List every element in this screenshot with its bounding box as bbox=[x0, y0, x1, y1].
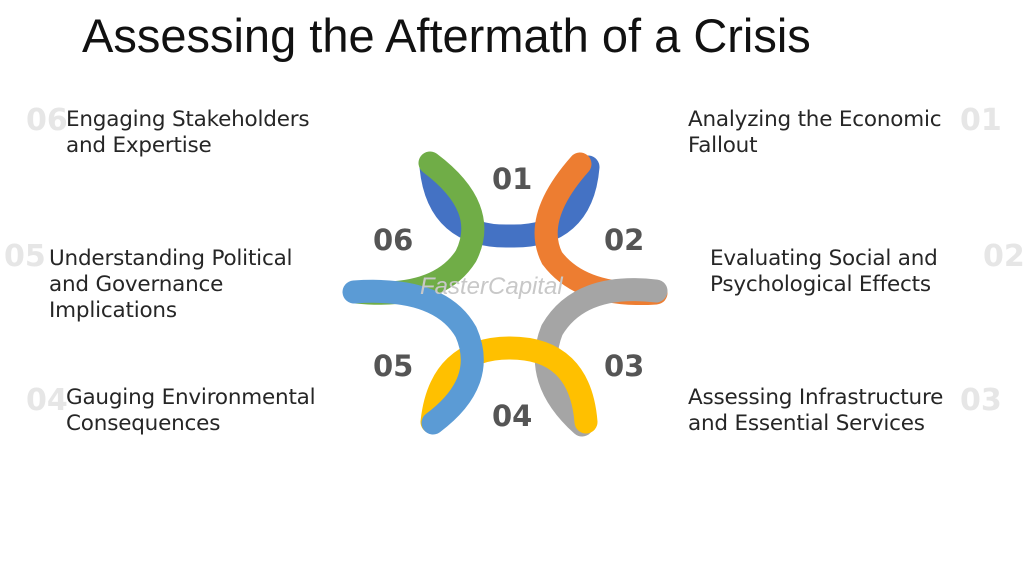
arc-04-yellow bbox=[420, 336, 598, 434]
step-03-line-1: Assessing Infrastructure bbox=[688, 385, 944, 410]
step-02-line-2: Psychological Effects bbox=[710, 272, 931, 297]
step-06-ghost-number: 06 bbox=[26, 103, 68, 138]
step-06-line-1: Engaging Stakeholders bbox=[66, 107, 310, 132]
page-title: Assessing the Aftermath of a Crisis bbox=[82, 9, 811, 62]
step-06-line-2: and Expertise bbox=[66, 133, 212, 158]
step-01-line-1: Analyzing the Economic bbox=[688, 107, 942, 132]
step-04-text: Gauging Environmental Consequences bbox=[66, 385, 316, 437]
step-04-ghost-number: 04 bbox=[26, 383, 68, 418]
step-05-line-2: and Governance bbox=[49, 272, 224, 297]
step-06-text: Engaging Stakeholders and Expertise bbox=[66, 107, 310, 159]
step-04-number: 04 bbox=[492, 399, 532, 433]
step-05-line-3: Implications bbox=[49, 298, 177, 323]
step-03-number: 03 bbox=[604, 349, 644, 383]
step-04-line-1: Gauging Environmental bbox=[66, 385, 316, 410]
step-03-ghost-number: 03 bbox=[960, 383, 1002, 418]
step-03-text: Assessing Infrastructure and Essential S… bbox=[688, 385, 943, 437]
step-01-line-2: Fallout bbox=[688, 133, 758, 158]
step-02-text: Evaluating Social and Psychological Effe… bbox=[710, 246, 938, 298]
step-03-line-2: and Essential Services bbox=[688, 411, 925, 436]
step-05-line-1: Understanding Political bbox=[49, 246, 293, 271]
step-06-number: 06 bbox=[373, 223, 413, 257]
step-01-ghost-number: 01 bbox=[960, 103, 1002, 138]
step-01-text: Analyzing the Economic Fallout bbox=[688, 107, 942, 159]
arc-05-lightblue bbox=[342, 279, 484, 435]
watermark: FasterCapital bbox=[420, 273, 563, 300]
step-01-number: 01 bbox=[492, 162, 532, 196]
arc-01-blue bbox=[419, 155, 600, 248]
step-02-ghost-number: 02 bbox=[983, 239, 1024, 274]
step-04-line-2: Consequences bbox=[66, 411, 221, 436]
step-05-text: Understanding Political and Governance I… bbox=[49, 246, 293, 324]
step-02-number: 02 bbox=[604, 223, 644, 257]
step-05-ghost-number: 05 bbox=[4, 239, 46, 274]
step-02-line-1: Evaluating Social and bbox=[710, 246, 938, 271]
step-05-number: 05 bbox=[373, 349, 413, 383]
arc-03-gray bbox=[534, 278, 668, 437]
